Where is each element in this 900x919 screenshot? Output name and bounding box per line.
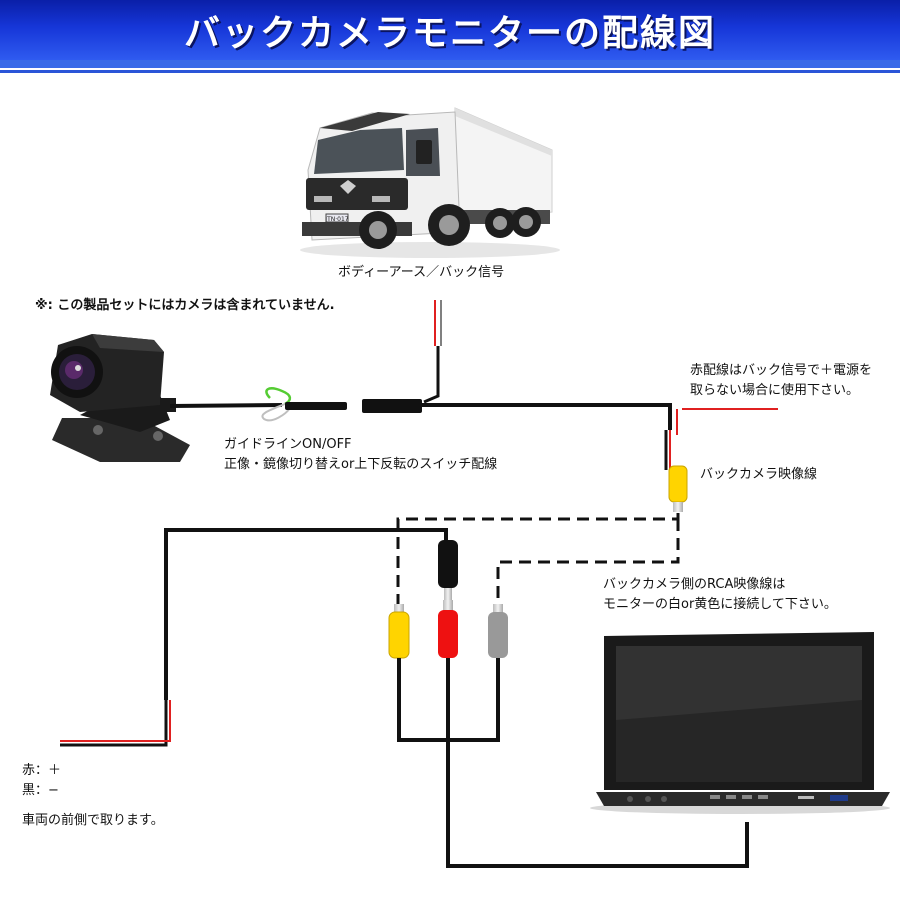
license-plate: JTN·017 xyxy=(324,216,348,223)
rca-red-connector xyxy=(438,600,458,658)
power-wire xyxy=(60,528,448,747)
red-wire-note-line1: 赤配線はバック信号で＋電源を xyxy=(690,363,873,378)
guide-switch-label: 正像・鏡像切り替えor上下反転のスイッチ配線 xyxy=(224,457,498,472)
page-title: バックカメラモニターの配線図 xyxy=(183,13,716,54)
legend-red: 赤：＋ xyxy=(22,763,62,778)
rca-gray-connector xyxy=(488,604,508,658)
rca-yellow-connector xyxy=(388,604,410,659)
truck-illustration: JTN·017 xyxy=(300,107,560,258)
back-signal-wire xyxy=(664,408,778,470)
rca-note-line2: モニターの白or黄色に接続して下さい。 xyxy=(603,597,837,612)
body-earth-wire xyxy=(423,300,442,404)
legend-black: 黒：− xyxy=(22,783,59,798)
monitor-illustration xyxy=(590,632,890,814)
title-underline xyxy=(0,60,900,68)
camera-video-rca xyxy=(668,465,688,512)
red-wire-note-line2: 取らない場合に使用下さい。 xyxy=(690,383,860,398)
title-underline-thin xyxy=(0,70,900,73)
title-banner xyxy=(0,0,900,60)
front-power-note: 車両の前側で取ります。 xyxy=(22,813,164,828)
power-black-plug xyxy=(438,540,458,600)
monitor-cable xyxy=(397,658,749,868)
rca-note-line1: バックカメラ側のRCA映像線は xyxy=(603,577,786,592)
camera-illustration xyxy=(50,334,190,462)
camera-video-label: バックカメラ映像線 xyxy=(700,467,818,482)
camera-cable xyxy=(169,387,672,430)
body-earth-label: ボディーアース／バック信号 xyxy=(338,265,505,280)
guide-line-label: ガイドラインON/OFF xyxy=(224,437,352,452)
video-dashed-lines xyxy=(396,513,680,605)
camera-not-included-note: ※: この製品セットにはカメラは含まれていません. xyxy=(35,298,335,313)
